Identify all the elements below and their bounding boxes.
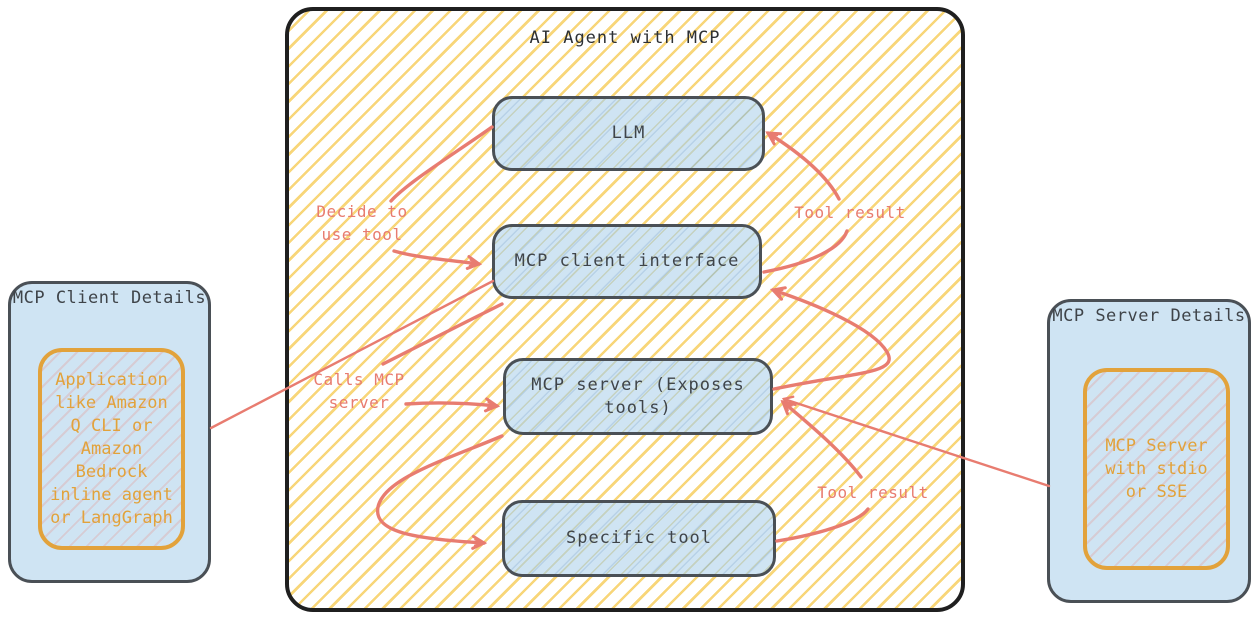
- node-mcp-server: MCP server (Exposes tools): [503, 358, 773, 435]
- mcp-client-details-panel: MCP Client Details Application like Amaz…: [8, 281, 211, 583]
- mcp-server-details-title: MCP Server Details: [1052, 306, 1246, 326]
- mcp-server-details-panel: MCP Server Details MCP Server with stdio…: [1047, 299, 1251, 603]
- edge-label-tool-result-server: Tool result: [817, 483, 929, 502]
- mcp-client-details-title: MCP Client Details: [12, 288, 207, 308]
- node-mcp-client-interface: MCP client interface: [492, 224, 762, 299]
- edge-label-tool-result-llm: Tool result: [794, 203, 906, 222]
- edge-label-calls-mcp-server: Calls MCP server: [313, 370, 405, 412]
- edge-label-decide-to-use-tool: Decide to use tool: [316, 202, 408, 244]
- mcp-client-details-note: Application like Amazon Q CLI or Amazon …: [38, 348, 185, 550]
- mcp-server-details-note: MCP Server with stdio or SSE: [1083, 368, 1230, 570]
- node-llm: LLM: [492, 96, 765, 171]
- node-specific-tool: Specific tool: [502, 500, 776, 577]
- diagram-title: AI Agent with MCP: [529, 28, 721, 48]
